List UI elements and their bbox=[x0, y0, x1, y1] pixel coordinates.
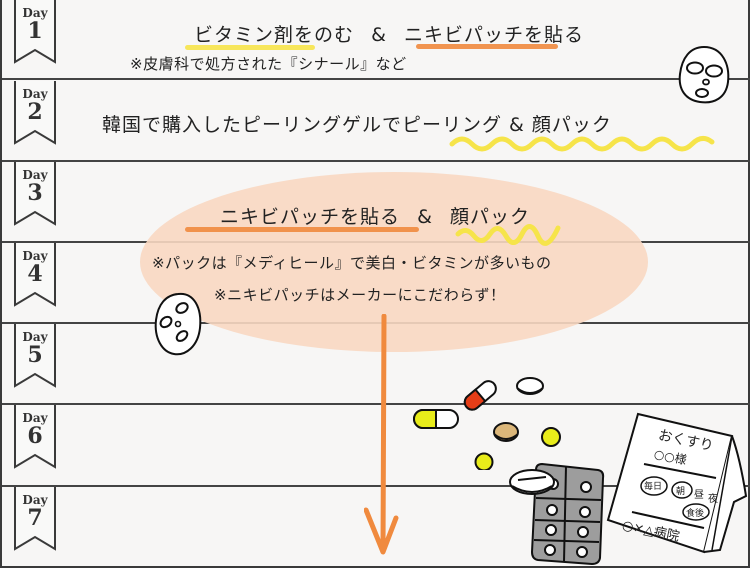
day-label: Day bbox=[22, 330, 48, 344]
row-divider bbox=[2, 403, 750, 405]
day-label: Day bbox=[22, 87, 48, 101]
day-ribbon-5: Day 5 bbox=[14, 324, 56, 388]
day1-vitamin: ビタミン剤をのむ bbox=[194, 24, 355, 46]
bag-tag-night: 夜 bbox=[708, 494, 718, 505]
day2-title: 韓国で購入したピーリングゲルでピーリング & 顔パック bbox=[102, 110, 612, 137]
day-ribbon-7: Day 7 bbox=[14, 487, 56, 551]
medicine-bag-illustration: おくすり ○○様 毎日 朝 昼 夜 食後 ○×△病院 bbox=[600, 408, 750, 558]
day4-note-patch: ※ニキビパッチはメーカーにこだわらず！ bbox=[214, 286, 506, 304]
day-number: 6 bbox=[27, 423, 43, 449]
bag-tag-daily: 毎日 bbox=[644, 482, 663, 492]
day-label: Day bbox=[22, 249, 48, 263]
day-label: Day bbox=[22, 411, 48, 425]
bag-tag-noon: 昼 bbox=[694, 490, 704, 501]
day1-patch: ニキビパッチを貼る bbox=[403, 24, 584, 46]
day-label: Day bbox=[22, 493, 48, 507]
day-label: Day bbox=[22, 168, 48, 182]
yellow-wavy-underline bbox=[449, 136, 715, 152]
day-ribbon-6: Day 6 bbox=[14, 405, 56, 469]
yellow-underline bbox=[185, 45, 315, 50]
day-number: 1 bbox=[27, 18, 43, 44]
day-number: 5 bbox=[27, 342, 43, 368]
down-arrow-icon bbox=[364, 314, 399, 555]
day3-title: ニキビパッチを貼る & 顔パック bbox=[220, 202, 530, 229]
day2-prefix: 韓国で購入したピーリングゲルで bbox=[102, 114, 403, 136]
orange-underline bbox=[185, 227, 419, 232]
day3-patch: ニキビパッチを貼る bbox=[220, 206, 401, 228]
day1-amp: & bbox=[371, 24, 387, 46]
day3-mask: 顔パック bbox=[449, 206, 530, 228]
day-ribbon-1: Day 1 bbox=[14, 0, 56, 64]
day1-title: ビタミン剤をのむ & ニキビパッチを貼る bbox=[194, 20, 584, 47]
orange-underline bbox=[416, 44, 558, 49]
day4-note-mask: ※パックは『メディヒール』で美白・ビタミンが多いもの bbox=[152, 254, 552, 272]
row-divider bbox=[2, 78, 750, 80]
yellow-wavy-underline bbox=[455, 224, 561, 246]
day3-amp: & bbox=[417, 206, 433, 228]
pills-illustration bbox=[413, 377, 561, 470]
bag-tag-morning: 朝 bbox=[676, 487, 686, 497]
day-ribbon-2: Day 2 bbox=[14, 81, 56, 145]
blister-pack-illustration bbox=[509, 462, 605, 566]
day-number: 4 bbox=[27, 261, 43, 287]
bag-tag-after-meal: 食後 bbox=[686, 509, 705, 519]
face-mask-illustration bbox=[678, 45, 730, 104]
day-number: 2 bbox=[27, 99, 43, 125]
row-divider bbox=[2, 485, 750, 487]
day1-note: ※皮膚科で処方された『シナール』など bbox=[130, 55, 407, 73]
day-label: Day bbox=[22, 6, 48, 20]
row-divider bbox=[2, 160, 750, 162]
day-number: 7 bbox=[27, 505, 43, 531]
highlight-blob bbox=[140, 172, 648, 352]
face-mask-illustration bbox=[154, 292, 202, 356]
day-ribbon-4: Day 4 bbox=[14, 243, 56, 307]
day2-highlight: ピーリング & 顔パック bbox=[402, 114, 612, 136]
day-number: 3 bbox=[27, 180, 43, 206]
day-ribbon-3: Day 3 bbox=[14, 162, 56, 226]
